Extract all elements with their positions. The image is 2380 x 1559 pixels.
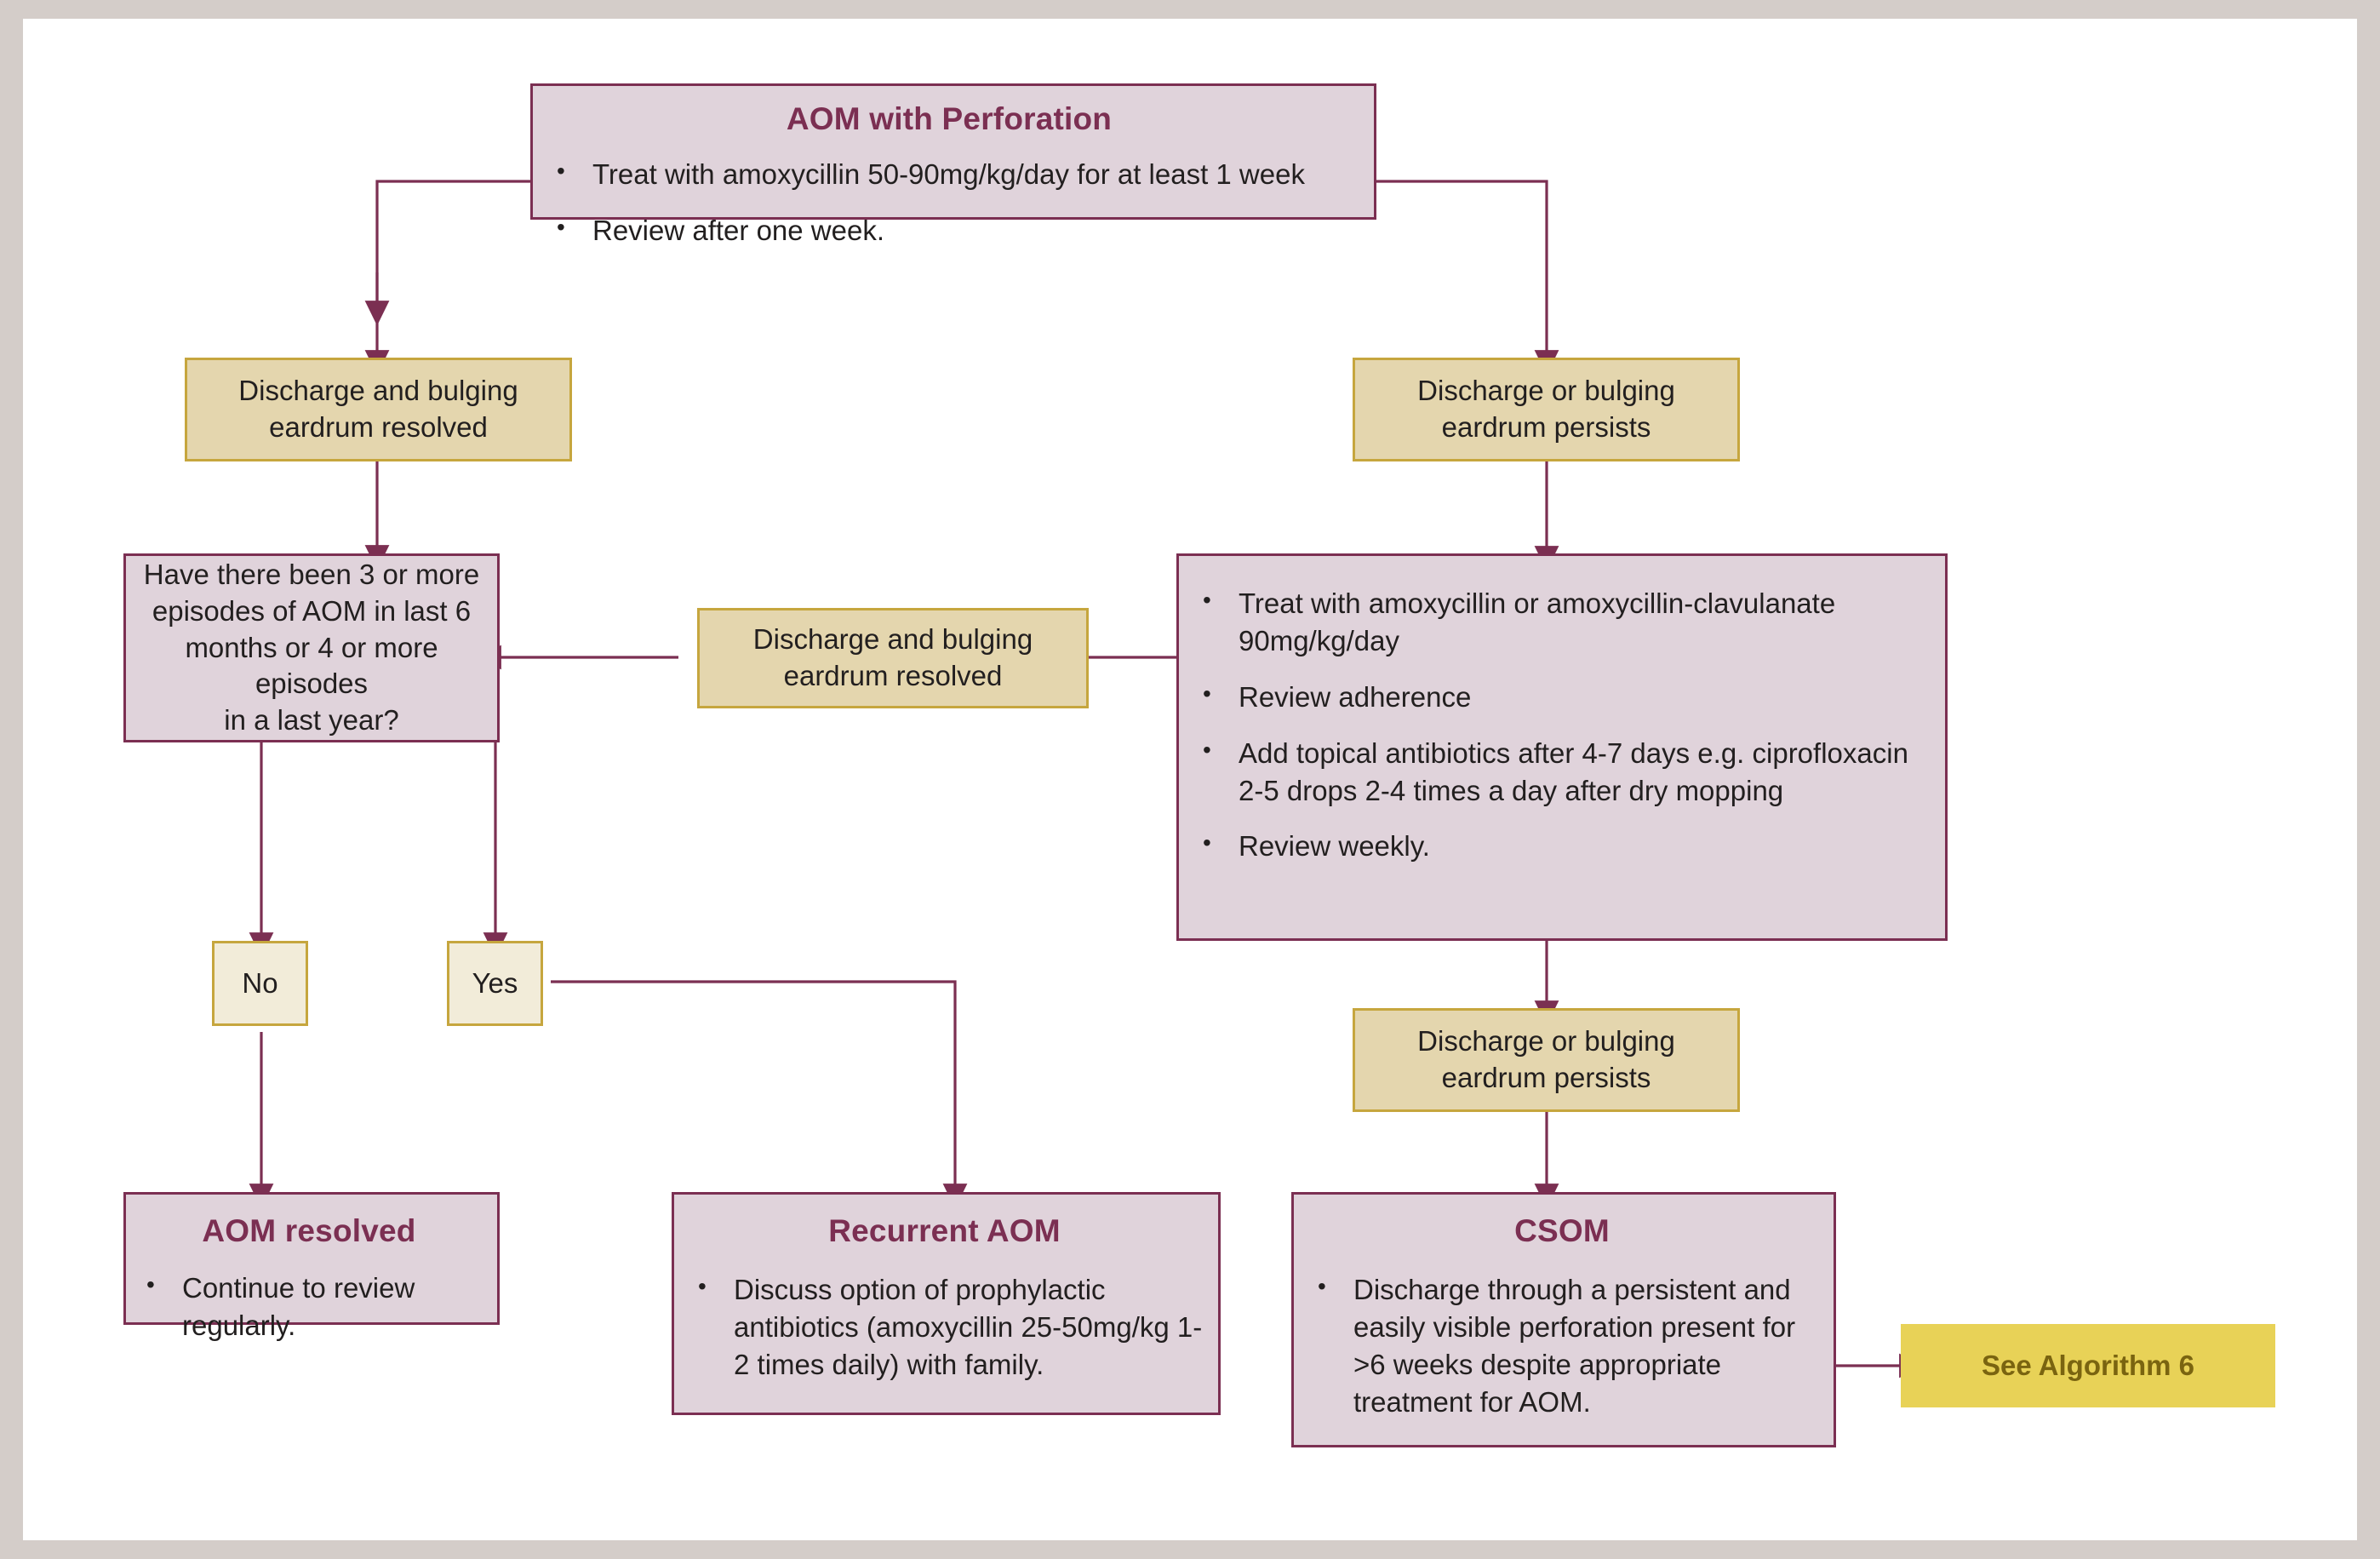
node-answer-yes[interactable]: Yes [447, 941, 543, 1026]
node-persists-lower[interactable]: Discharge or bulging eardrum persists [1353, 1008, 1740, 1112]
line-4: in a last year? [224, 704, 399, 737]
node-see-algorithm-6[interactable]: See Algorithm 6 [1901, 1324, 2275, 1407]
line-1: Have there been 3 or more [143, 558, 480, 590]
connector-top-to-left [364, 180, 530, 375]
line-1: Discharge or bulging [1417, 375, 1675, 407]
node-recurrent-aom[interactable]: Recurrent AOM Discuss option of prophyla… [672, 1192, 1221, 1415]
line-1: Discharge or bulging [1417, 1025, 1675, 1057]
node-label-persists-right: Discharge or bulging eardrum persists [1355, 373, 1737, 446]
node-label-resolved-left: Discharge and bulging eardrum resolved [187, 373, 569, 446]
bullet-item: Review after one week. [545, 211, 1353, 249]
bullet-item: Continue to review regularly. [134, 1269, 483, 1344]
bullet-item: Review adherence [1191, 678, 1921, 716]
line-2: eardrum persists [1441, 1062, 1651, 1093]
bullet-item: Discuss option of prophylactic antibioti… [686, 1270, 1203, 1384]
line-2: eardrum resolved [269, 411, 488, 443]
line-1: Discharge and bulging [238, 375, 518, 407]
bullet-list-treatment-plan: Treat with amoxycillin or amoxycillin-cl… [1191, 584, 1921, 865]
bullet-item: Treat with amoxycillin or amoxycillin-cl… [1191, 584, 1921, 660]
connector-top-to-right [1359, 180, 1559, 375]
node-title-aom-resolved: AOM resolved [202, 1213, 416, 1248]
node-csom[interactable]: CSOM Discharge through a persistent and … [1291, 1192, 1836, 1447]
node-question-recurrence[interactable]: Have there been 3 or more episodes of AO… [123, 553, 500, 742]
line-1: Discharge and bulging [752, 623, 1033, 656]
node-title-csom: CSOM [1514, 1213, 1610, 1248]
node-title-recurrent-aom: Recurrent AOM [828, 1213, 1061, 1248]
line-2: eardrum persists [1441, 411, 1651, 443]
line-2: eardrum resolved [783, 660, 1003, 691]
node-title-aom-with-perforation: AOM with Perforation [786, 101, 1113, 136]
node-resolved-left[interactable]: Discharge and bulging eardrum resolved [185, 358, 572, 461]
line-2: episodes of AOM in last 6 [152, 594, 472, 627]
bullet-list-aom-with-perforation: Treat with amoxycillin 50-90mg/kg/day fo… [545, 155, 1353, 249]
bullet-list-csom: Discharge through a persistent and easil… [1306, 1270, 1818, 1421]
node-label-persists-lower: Discharge or bulging eardrum persists [1355, 1023, 1737, 1097]
node-aom-with-perforation[interactable]: AOM with Perforation Treat with amoxycil… [530, 83, 1376, 246]
node-label-resolved-middle: Discharge and bulging eardrum resolved [700, 622, 1086, 695]
diagram-canvas: AOM with Perforation Treat with amoxycil… [23, 19, 2357, 1540]
bullet-list-recurrent-aom: Discuss option of prophylactic antibioti… [686, 1270, 1203, 1384]
bullet-item: Review weekly. [1191, 827, 1921, 865]
node-treatment-plan[interactable]: Treat with amoxycillin or amoxycillin-cl… [1176, 553, 1948, 941]
node-label-question-recurrence: Have there been 3 or more episodes of AO… [126, 557, 497, 739]
node-answer-no[interactable]: No [212, 941, 308, 1026]
node-resolved-middle[interactable]: Discharge and bulging eardrum resolved [697, 608, 1089, 708]
bullet-item: Treat with amoxycillin 50-90mg/kg/day fo… [545, 155, 1353, 193]
bullet-item: Add topical antibiotics after 4-7 days e… [1191, 734, 1921, 810]
node-label-answer-no: No [242, 966, 278, 999]
line-3: months or 4 or more episodes [185, 631, 438, 700]
node-label-see-algorithm-6: See Algorithm 6 [1982, 1350, 2194, 1381]
bullet-list-aom-resolved: Continue to review regularly. [134, 1269, 483, 1344]
node-aom-resolved[interactable]: AOM resolved Continue to review regularl… [123, 1192, 500, 1341]
connector-layer [249, 180, 1925, 1378]
bullet-item: Discharge through a persistent and easil… [1306, 1270, 1818, 1421]
connector-yes-to-recurrent [551, 980, 968, 1209]
node-persists-right[interactable]: Discharge or bulging eardrum persists [1353, 358, 1740, 461]
node-label-answer-yes: Yes [472, 966, 518, 999]
